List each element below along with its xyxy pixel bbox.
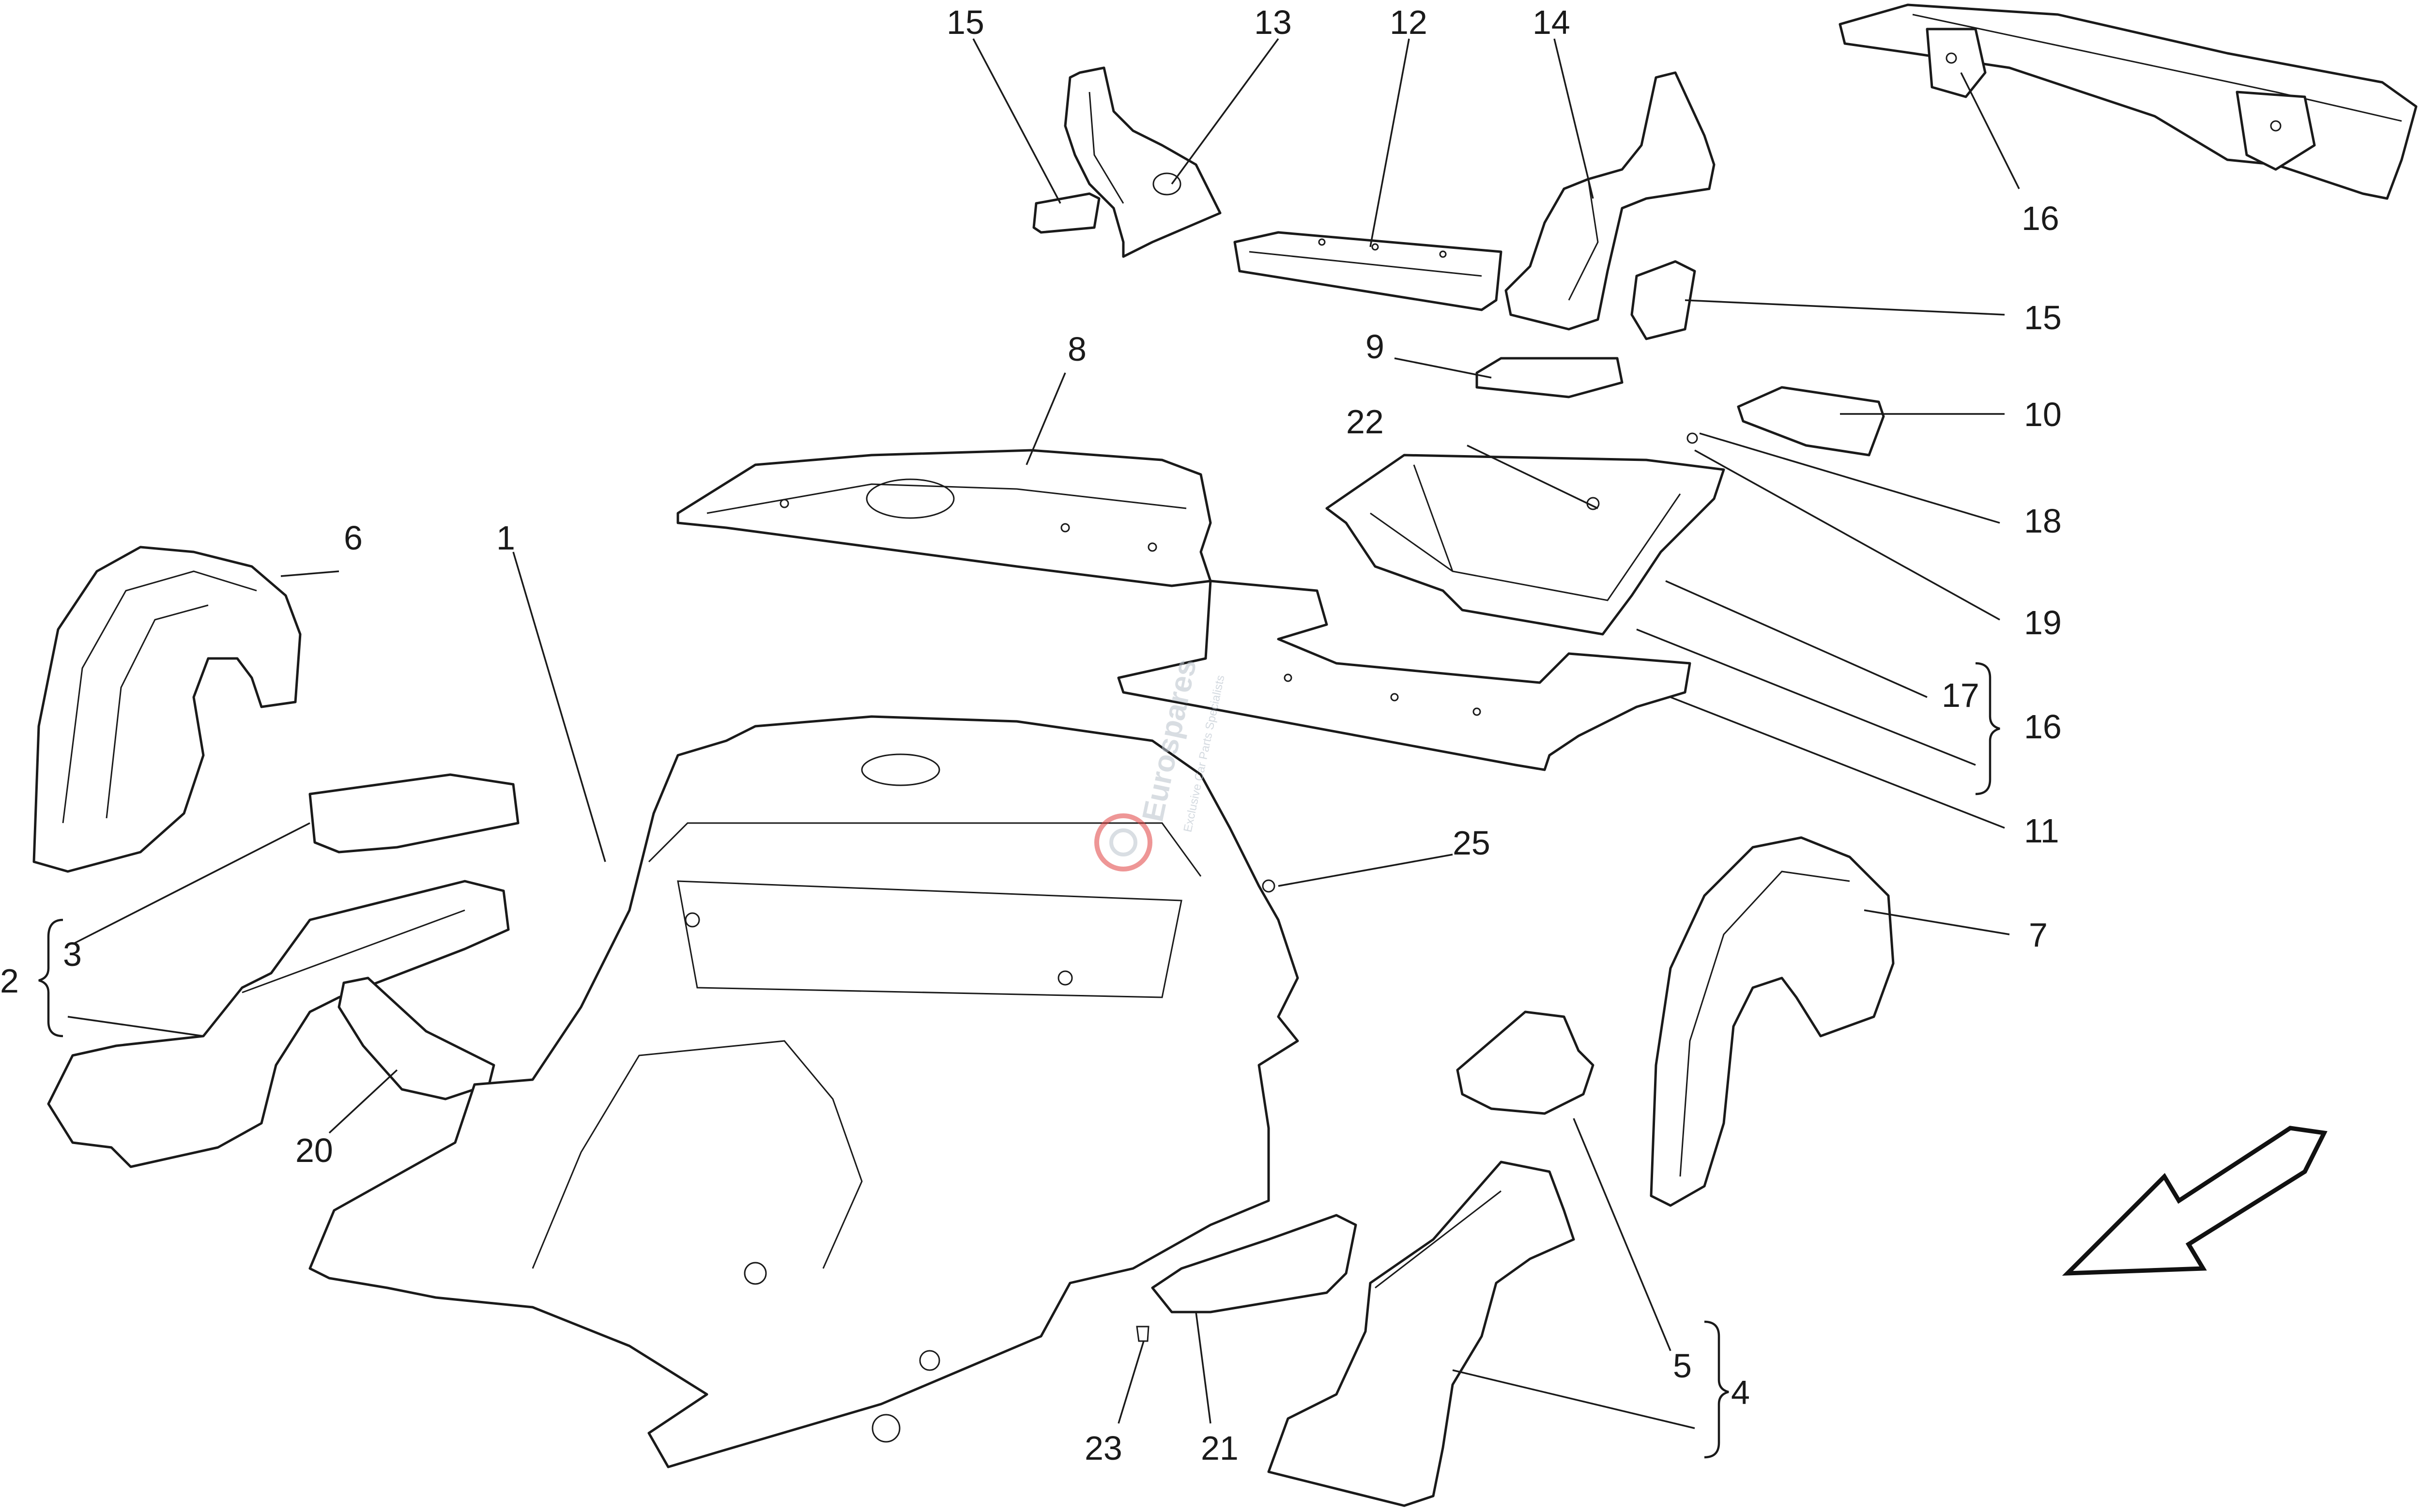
callout-21: 20 xyxy=(295,1131,333,1169)
direction-arrow-icon xyxy=(2062,1126,2328,1276)
part-left-sill-extension xyxy=(308,773,520,854)
callout-12: 12 xyxy=(1390,3,1427,41)
part-rear-bumper-beam xyxy=(1839,3,2418,200)
callout-6: 6 xyxy=(344,519,363,557)
callout-18: 17 xyxy=(1942,676,1979,714)
callout-3: 3 xyxy=(63,935,82,973)
callout-22: 21 xyxy=(1201,1429,1239,1467)
brace-group-17 xyxy=(1975,662,2000,795)
part-left-bracket-21 xyxy=(337,977,495,1100)
callout-1: 1 xyxy=(496,519,515,557)
callout-4: 4 xyxy=(1731,1374,1750,1411)
callout-23: 22 xyxy=(1346,403,1384,441)
part-right-bracket-22 xyxy=(1151,1214,1357,1313)
callout-13: 13 xyxy=(1254,3,1292,41)
callout-5: 5 xyxy=(1673,1347,1692,1385)
part-rear-parcel-shelf xyxy=(676,449,1212,587)
watermark-logo-icon xyxy=(1094,813,1152,871)
part-reinforcement-plate xyxy=(1475,357,1624,398)
part-rear-crossmember-panel xyxy=(1233,231,1502,311)
part-bolt-19 xyxy=(1686,432,1698,444)
callout-16: 16 xyxy=(2022,199,2059,237)
brace-group-4 xyxy=(1704,1320,1729,1459)
part-right-wheelhouse xyxy=(1650,836,1895,1207)
part-left-rear-bracket xyxy=(1064,66,1222,258)
callout-labels: 15 13 12 14 16 15 9 10 8 22 18 19 17 16 … xyxy=(0,3,2062,1467)
callout-2: 2 xyxy=(0,962,19,1000)
part-rear-body-structure xyxy=(308,715,1299,1468)
callout-11: 11 xyxy=(2024,812,2059,850)
part-screw-24 xyxy=(1136,1326,1149,1342)
callout-24: 23 xyxy=(1085,1429,1122,1467)
callout-17: 16 xyxy=(2024,708,2062,746)
group-braces xyxy=(38,662,2000,1459)
callout-14: 14 xyxy=(1532,3,1570,41)
callout-7: 7 xyxy=(2029,916,2048,954)
part-left-wheelhouse xyxy=(32,546,302,873)
part-left-rear-longitudinal xyxy=(47,880,510,1168)
part-bolt-25 xyxy=(1262,879,1275,893)
leader-lines xyxy=(67,38,2020,1429)
callout-9: 9 xyxy=(1365,328,1384,366)
part-spare-wheel-tub xyxy=(1325,454,1725,636)
brace-group-2 xyxy=(38,918,63,1038)
part-right-rear-longitudinal xyxy=(1267,1161,1575,1507)
callout-25: 25 xyxy=(1453,824,1490,862)
callout-8: 8 xyxy=(1068,330,1087,368)
part-floor-closing-panel xyxy=(1117,580,1691,771)
part-side-plate xyxy=(1737,386,1885,457)
callout-15: 15 xyxy=(947,3,984,41)
part-small-bracket-right xyxy=(1630,260,1696,340)
callout-19: 18 xyxy=(2024,502,2062,540)
callout-10: 10 xyxy=(2024,396,2062,433)
part-right-sill-extension xyxy=(1456,1010,1594,1115)
callout-15: 15 xyxy=(2024,299,2062,336)
callout-20: 19 xyxy=(2024,604,2062,641)
part-small-bracket-left xyxy=(1032,192,1101,234)
